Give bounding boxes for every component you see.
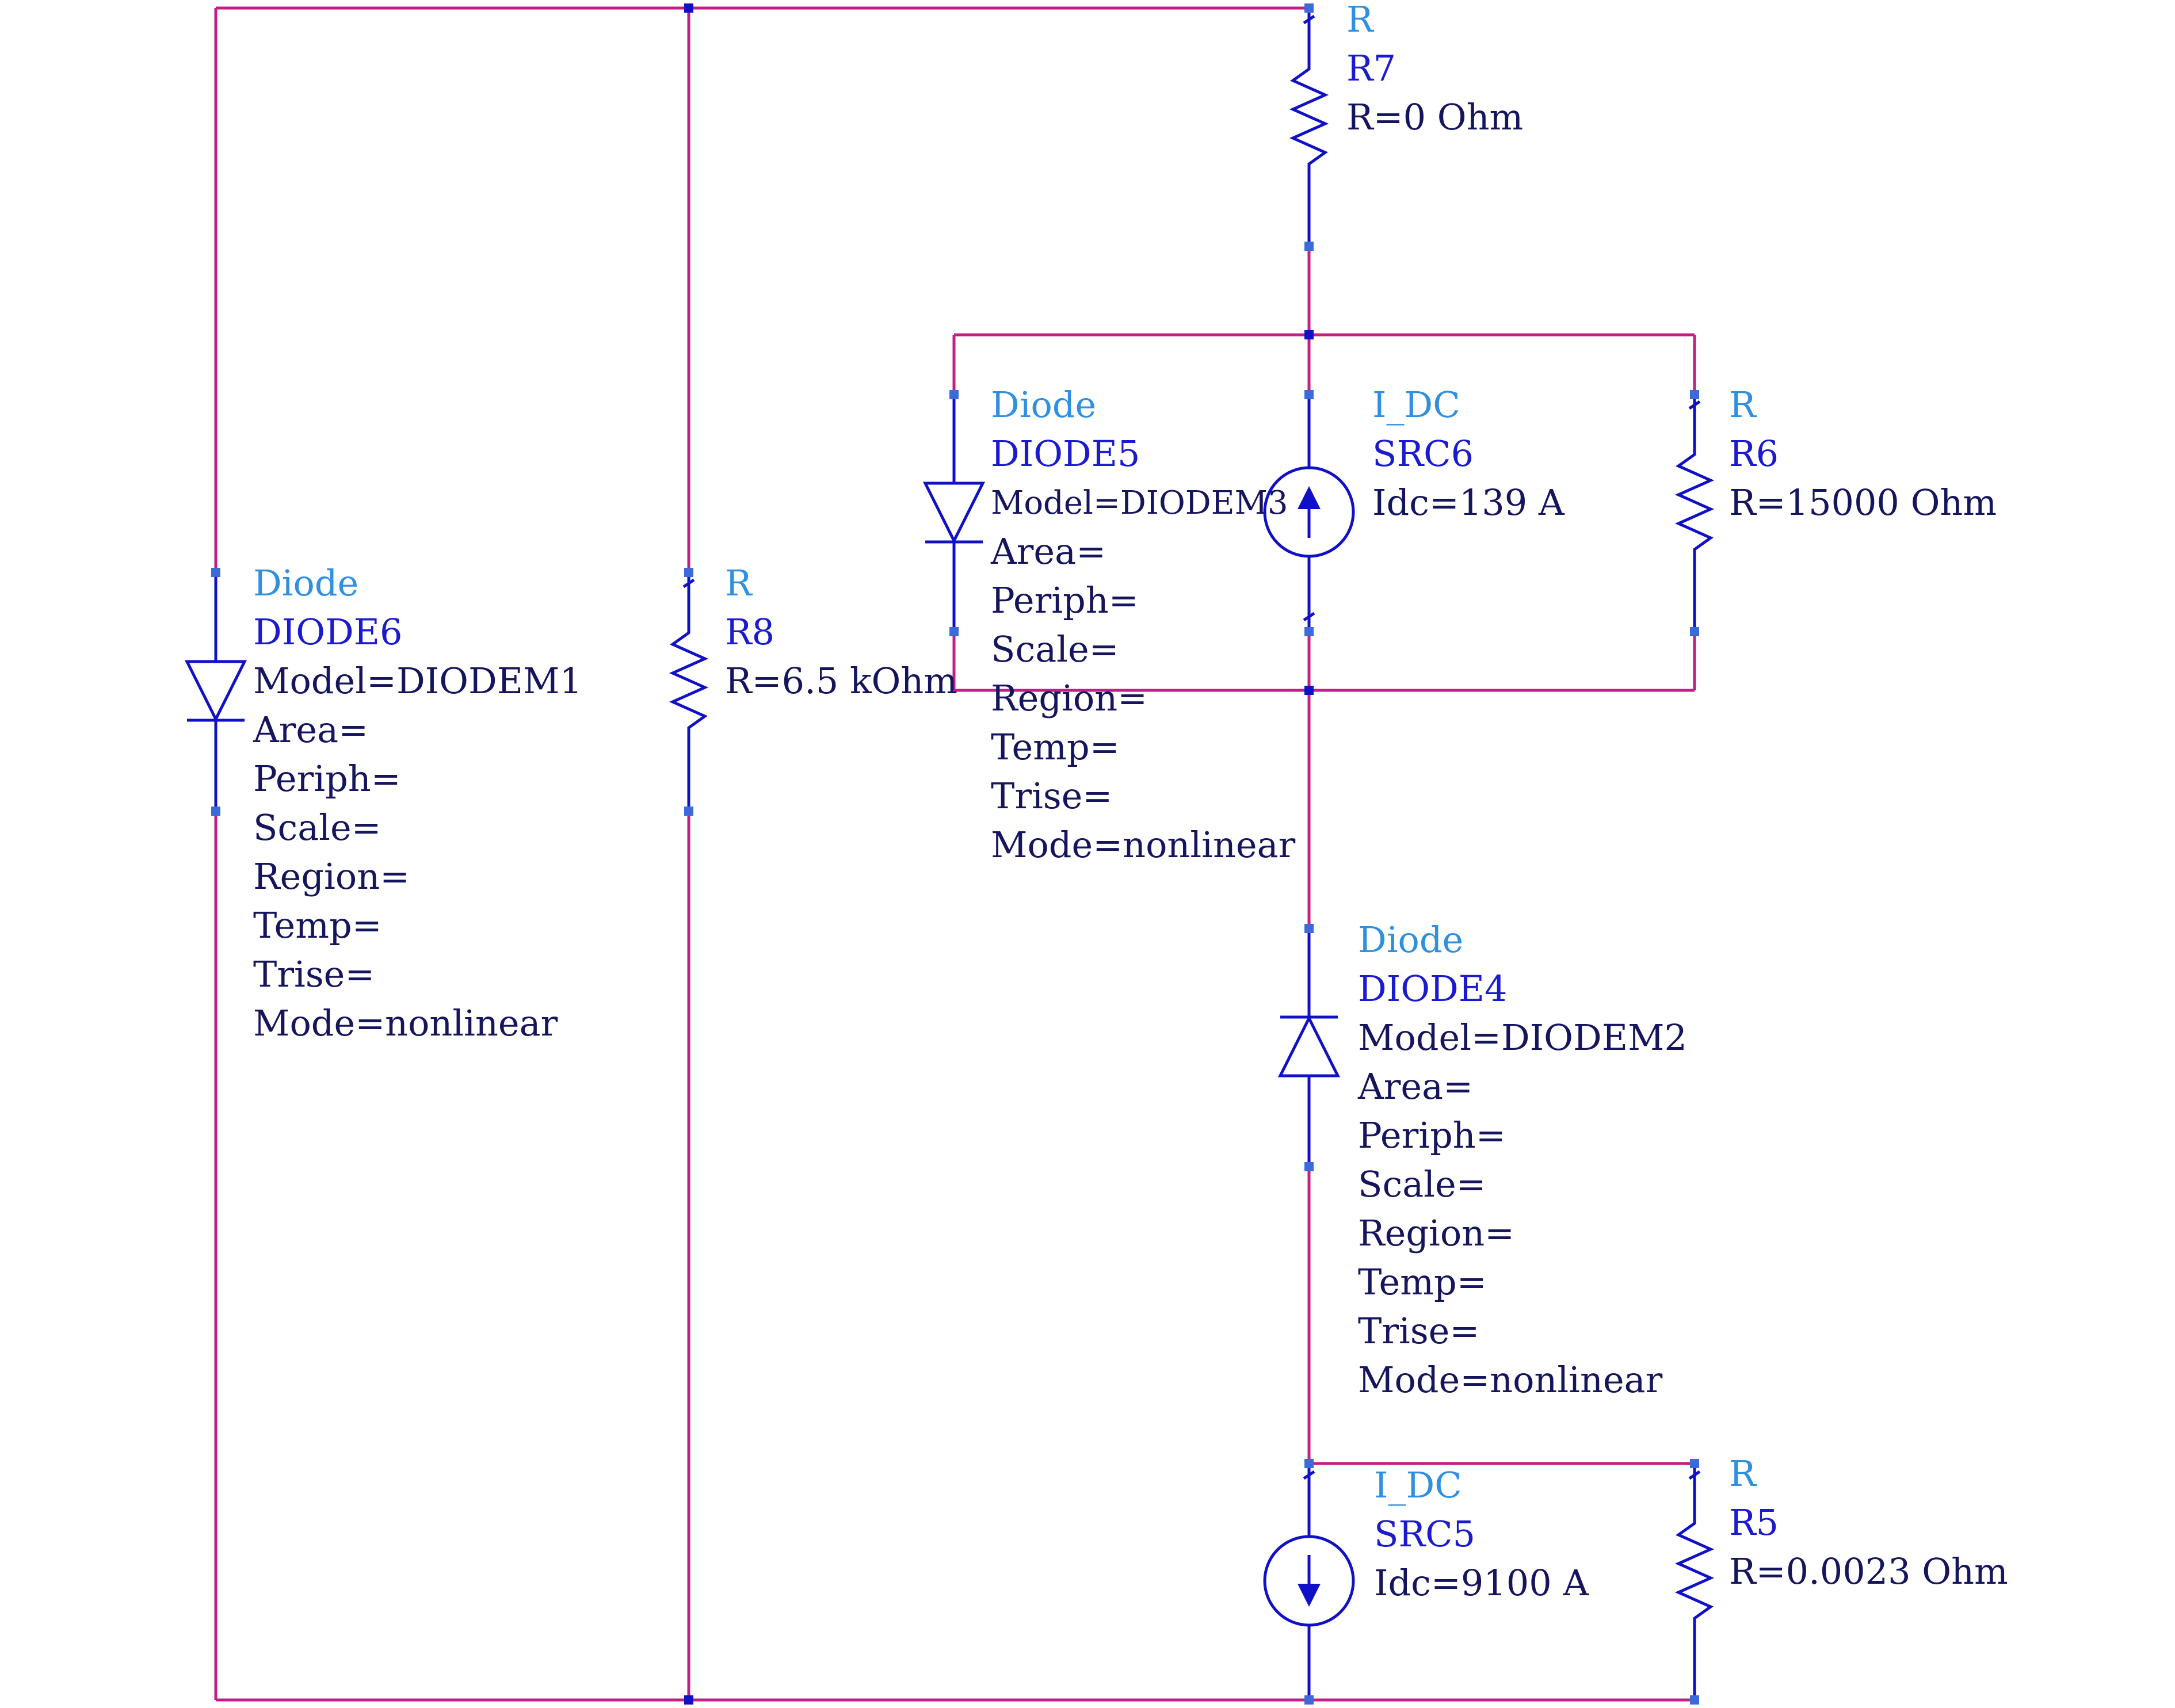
pin-diode4-top	[1304, 924, 1314, 933]
pin-r5-bottom	[1690, 1695, 1699, 1705]
pin-r8-bottom	[684, 807, 693, 816]
r5-param-r: R=0.0023 Ohm	[1729, 1550, 2008, 1592]
diode4-param-temp: Temp=	[1358, 1261, 1487, 1303]
pins	[211, 3, 1699, 1705]
r5-symbol	[1674, 1464, 1715, 1700]
diode4-triangle	[1277, 1015, 1341, 1077]
junction-block-top	[1304, 330, 1314, 339]
diode5-param-trise: Trise=	[991, 775, 1112, 817]
r6-symbol	[1674, 395, 1715, 632]
diode5-name-label: DIODE5	[991, 433, 1140, 475]
r7-param-r: R=0 Ohm	[1346, 96, 1523, 138]
diode4-param-trise: Trise=	[1358, 1310, 1479, 1352]
junction-bottom-r8	[684, 1695, 693, 1705]
junctions	[684, 3, 1314, 1705]
r8-name-label: R8	[725, 611, 774, 653]
r6-name-label: R6	[1729, 433, 1779, 475]
r8-symbol	[669, 572, 709, 811]
diode4-param-mode: Mode=nonlinear	[1358, 1359, 1663, 1401]
pin-src5-top	[1304, 1459, 1314, 1468]
r7-symbol	[1289, 8, 1329, 246]
diode4-name-label: DIODE4	[1358, 968, 1507, 1010]
diode5-param-periph: Periph=	[991, 579, 1139, 621]
pin-diode5-top	[949, 390, 959, 399]
src5-arrow-head	[1298, 1584, 1321, 1607]
diode6-type-label: Diode	[253, 562, 358, 604]
diode5-param-model: Model=DIODEM3	[991, 484, 1288, 522]
diode6-param-area: Area=	[253, 709, 368, 751]
current-source-src6[interactable]: I_DC SRC6 Idc=139 A	[1263, 384, 1565, 632]
src6-name-label: SRC6	[1372, 433, 1474, 475]
r8-param-r: R=6.5 kOhm	[725, 660, 957, 702]
diode5-param-scale: Scale=	[991, 628, 1119, 670]
resistor-r5[interactable]: R R5 R=0.0023 Ohm	[1674, 1453, 2008, 1700]
diode6-param-model: Model=DIODEM1	[253, 660, 582, 702]
resistor-r6[interactable]: R R6 R=15000 Ohm	[1674, 384, 1997, 632]
diode5-triangle	[922, 482, 986, 544]
src6-type-label: I_DC	[1372, 384, 1460, 426]
src5-param-idc: Idc=9100 A	[1374, 1562, 1589, 1604]
pin-r5-top	[1690, 1459, 1699, 1468]
r5-pin-mark	[1688, 1470, 1701, 1480]
pin-diode5-bottom	[949, 627, 959, 636]
diode4-param-periph: Periph=	[1358, 1114, 1506, 1156]
src6-pin-mark	[1303, 612, 1315, 622]
r7-name-label: R7	[1346, 47, 1396, 89]
diode6-name-label: DIODE6	[253, 611, 402, 653]
diode5-param-temp: Temp=	[991, 726, 1120, 768]
diode4-param-region: Region=	[1358, 1212, 1514, 1254]
wires	[214, 6, 1696, 1702]
diode6-param-temp: Temp=	[253, 904, 382, 946]
pin-src6-top	[1304, 390, 1314, 399]
r7-pin-mark	[1303, 14, 1315, 25]
src5-name-label: SRC5	[1374, 1513, 1475, 1555]
r6-type-label: R	[1729, 384, 1757, 426]
diode4-param-scale: Scale=	[1358, 1163, 1486, 1205]
pin-r6-bottom	[1690, 627, 1699, 636]
pin-r7-bottom	[1304, 242, 1314, 251]
diode4-type-label: Diode	[1358, 919, 1463, 961]
current-source-src5[interactable]: I_DC SRC5 Idc=9100 A	[1263, 1464, 1589, 1700]
pin-r7-top	[1304, 3, 1314, 13]
src6-param-idc: Idc=139 A	[1372, 482, 1565, 524]
diode6-param-trise: Trise=	[253, 953, 375, 995]
diode6-param-mode: Mode=nonlinear	[253, 1002, 558, 1044]
src5-type-label: I_DC	[1374, 1464, 1462, 1506]
diode6-param-scale: Scale=	[253, 807, 381, 849]
r5-name-label: R5	[1729, 1501, 1779, 1543]
src6-arrow-head	[1298, 486, 1321, 509]
r7-type-label: R	[1346, 0, 1375, 40]
pin-r6-top	[1690, 390, 1699, 399]
diode5-type-label: Diode	[991, 384, 1096, 426]
diode5-param-mode: Mode=nonlinear	[991, 824, 1296, 866]
pin-r8-top	[684, 568, 693, 577]
pin-diode6-bottom	[211, 807, 220, 816]
diode4-param-area: Area=	[1357, 1065, 1473, 1107]
diode6-param-periph: Periph=	[253, 758, 401, 800]
src5-pin-mark	[1303, 1470, 1315, 1480]
diode-diode4[interactable]: Diode DIODE4 Model=DIODEM2 Area= Periph=…	[1277, 919, 1687, 1401]
pin-src6-bottom	[1304, 627, 1314, 636]
diode6-triangle	[184, 660, 247, 723]
resistor-r8[interactable]: R R8 R=6.5 kOhm	[669, 562, 957, 811]
junction-block-bottom	[1304, 686, 1314, 695]
diode5-param-region: Region=	[991, 677, 1147, 719]
pin-src5-bottom	[1304, 1695, 1314, 1705]
pin-diode4-bottom	[1304, 1162, 1314, 1171]
r5-type-label: R	[1729, 1453, 1757, 1495]
diode6-param-region: Region=	[253, 855, 410, 897]
diode4-param-model: Model=DIODEM2	[1358, 1017, 1687, 1059]
diode-diode6[interactable]: Diode DIODE6 Model=DIODEM1 Area= Periph=…	[184, 562, 582, 1044]
r8-pin-mark	[682, 578, 695, 589]
pin-diode6-top	[211, 568, 220, 577]
r6-pin-mark	[1688, 400, 1701, 410]
r8-type-label: R	[725, 562, 753, 604]
diode-diode5[interactable]: Diode DIODE5 Model=DIODEM3 Area= Periph=…	[922, 384, 1296, 866]
junction-top-r8	[684, 3, 693, 13]
diode5-param-area: Area=	[990, 530, 1106, 572]
resistor-r7[interactable]: R R7 R=0 Ohm	[1289, 0, 1523, 246]
r6-param-r: R=15000 Ohm	[1729, 482, 1997, 524]
